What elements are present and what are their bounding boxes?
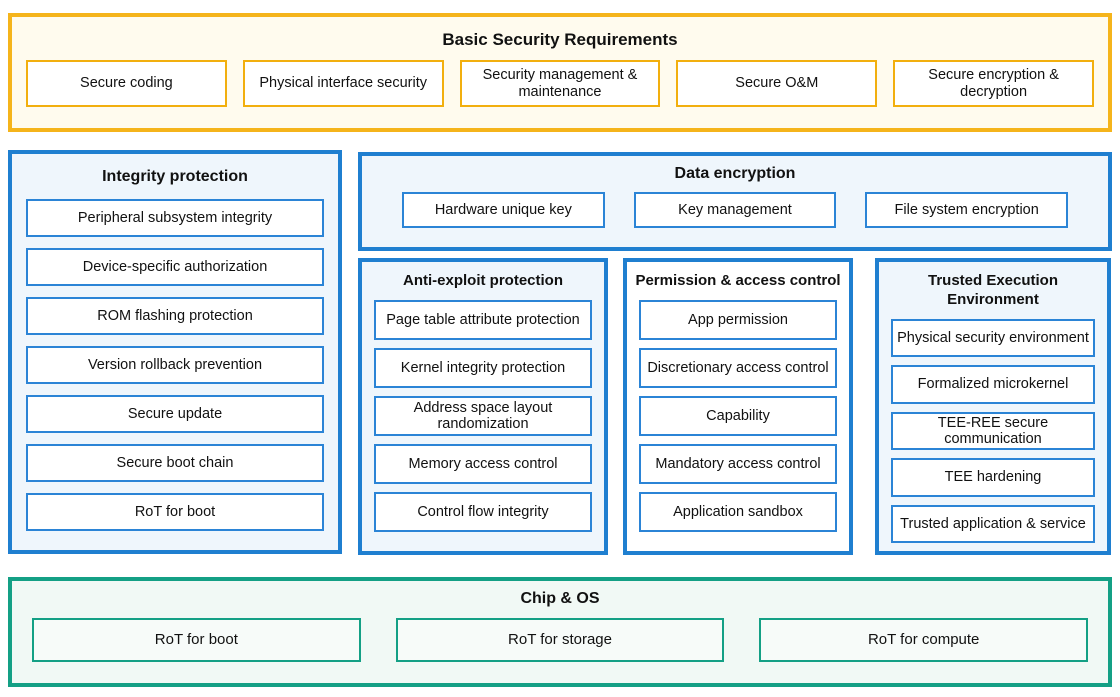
tee-title: Trusted Execution Environment xyxy=(927,272,1059,308)
tee-item: TEE hardening xyxy=(891,458,1095,497)
panel-anti-exploit-protection: Anti-exploit protection Page table attri… xyxy=(358,258,608,555)
basic-security-item: Security management & maintenance xyxy=(459,60,661,107)
integrity-item: Secure boot chain xyxy=(26,444,324,482)
data-encryption-item: Hardware unique key xyxy=(402,192,605,228)
permission-item: App permission xyxy=(639,299,837,340)
panel-trusted-execution-environment: Trusted Execution Environment Physical s… xyxy=(875,258,1111,555)
integrity-item: Peripheral subsystem integrity xyxy=(26,199,324,237)
permission-item: Mandatory access control xyxy=(639,443,837,484)
basic-security-item: Secure O&M xyxy=(676,60,878,107)
chip-os-item: RoT for boot xyxy=(32,618,361,662)
integrity-item: RoT for boot xyxy=(26,493,324,531)
panel-chip-os: Chip & OS RoT for boot RoT for storage R… xyxy=(8,577,1112,687)
data-encryption-item: Key management xyxy=(633,192,837,228)
anti-exploit-item: Control flow integrity xyxy=(374,491,592,532)
chip-os-item: RoT for compute xyxy=(759,618,1089,662)
data-encryption-title: Data encryption xyxy=(674,165,796,182)
tee-item: Formalized microkernel xyxy=(891,365,1095,404)
data-encryption-item: File system encryption xyxy=(865,192,1069,228)
permission-title: Permission & access control xyxy=(635,272,841,289)
chip-os-title: Chip & OS xyxy=(520,590,600,607)
data-encryption-row: Hardware unique key Key management File … xyxy=(362,192,1108,228)
integrity-item: ROM flashing protection xyxy=(26,297,324,335)
anti-exploit-item: Memory access control xyxy=(374,443,592,484)
tee-item: Trusted application & service xyxy=(891,504,1095,543)
integrity-protection-title: Integrity protection xyxy=(102,168,248,185)
integrity-item: Secure update xyxy=(26,395,324,433)
chip-os-item: RoT for storage xyxy=(395,618,725,662)
anti-exploit-title: Anti-exploit protection xyxy=(403,272,563,289)
tee-item: TEE-REE secure communication xyxy=(891,411,1095,450)
basic-security-item: Secure coding xyxy=(26,60,227,107)
chip-os-row: RoT for boot RoT for storage RoT for com… xyxy=(12,618,1108,662)
permission-item: Capability xyxy=(639,395,837,436)
tee-item: Physical security environment xyxy=(891,318,1095,357)
panel-basic-security-requirements: Basic Security Requirements Secure codin… xyxy=(8,13,1112,132)
permission-item: Discretionary access control xyxy=(639,347,837,388)
panel-data-encryption: Data encryption Hardware unique key Key … xyxy=(358,152,1112,251)
basic-security-title: Basic Security Requirements xyxy=(442,30,678,49)
integrity-item: Version rollback prevention xyxy=(26,346,324,384)
basic-security-item: Physical interface security xyxy=(242,60,444,107)
basic-security-row: Secure coding Physical interface securit… xyxy=(12,60,1108,107)
basic-security-item: Secure encryption & decryption xyxy=(893,60,1094,107)
anti-exploit-item: Page table attribute protection xyxy=(374,299,592,340)
panel-permission-access-control: Permission & access control App permissi… xyxy=(623,258,853,555)
anti-exploit-item: Kernel integrity protection xyxy=(374,347,592,388)
anti-exploit-item: Address space layout randomization xyxy=(374,395,592,436)
permission-item: Application sandbox xyxy=(639,491,837,532)
panel-integrity-protection: Integrity protection Peripheral subsyste… xyxy=(8,150,342,554)
integrity-item: Device-specific authorization xyxy=(26,248,324,286)
